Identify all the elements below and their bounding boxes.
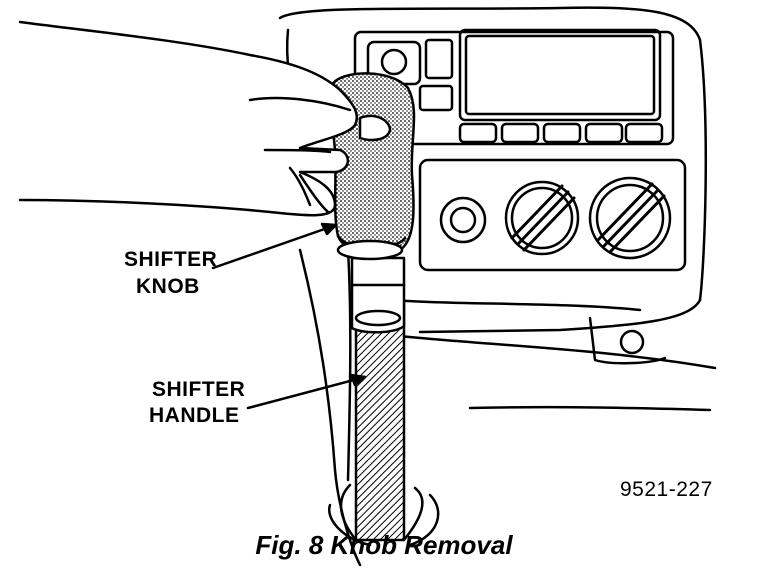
shifter-knob-label-line2: KNOB (136, 275, 200, 298)
shifter-knob-label-line1: SHIFTER (124, 248, 218, 271)
shifter-handle-label-line2: HANDLE (149, 404, 240, 427)
leader-handle-arrow (246, 373, 367, 410)
shifter-handle (327, 256, 440, 547)
figure-caption: Fig. 8 Knob Removal (255, 530, 513, 560)
console-edge (298, 248, 362, 567)
figure-id: 9521-227 (620, 478, 713, 501)
climate-panel (418, 158, 687, 272)
shifter-handle-label-line1: SHIFTER (152, 378, 246, 401)
leader-knob-arrow (211, 222, 338, 270)
radio-unit (353, 28, 675, 146)
dashboard-outline (278, 6, 717, 412)
hand (18, 20, 392, 217)
